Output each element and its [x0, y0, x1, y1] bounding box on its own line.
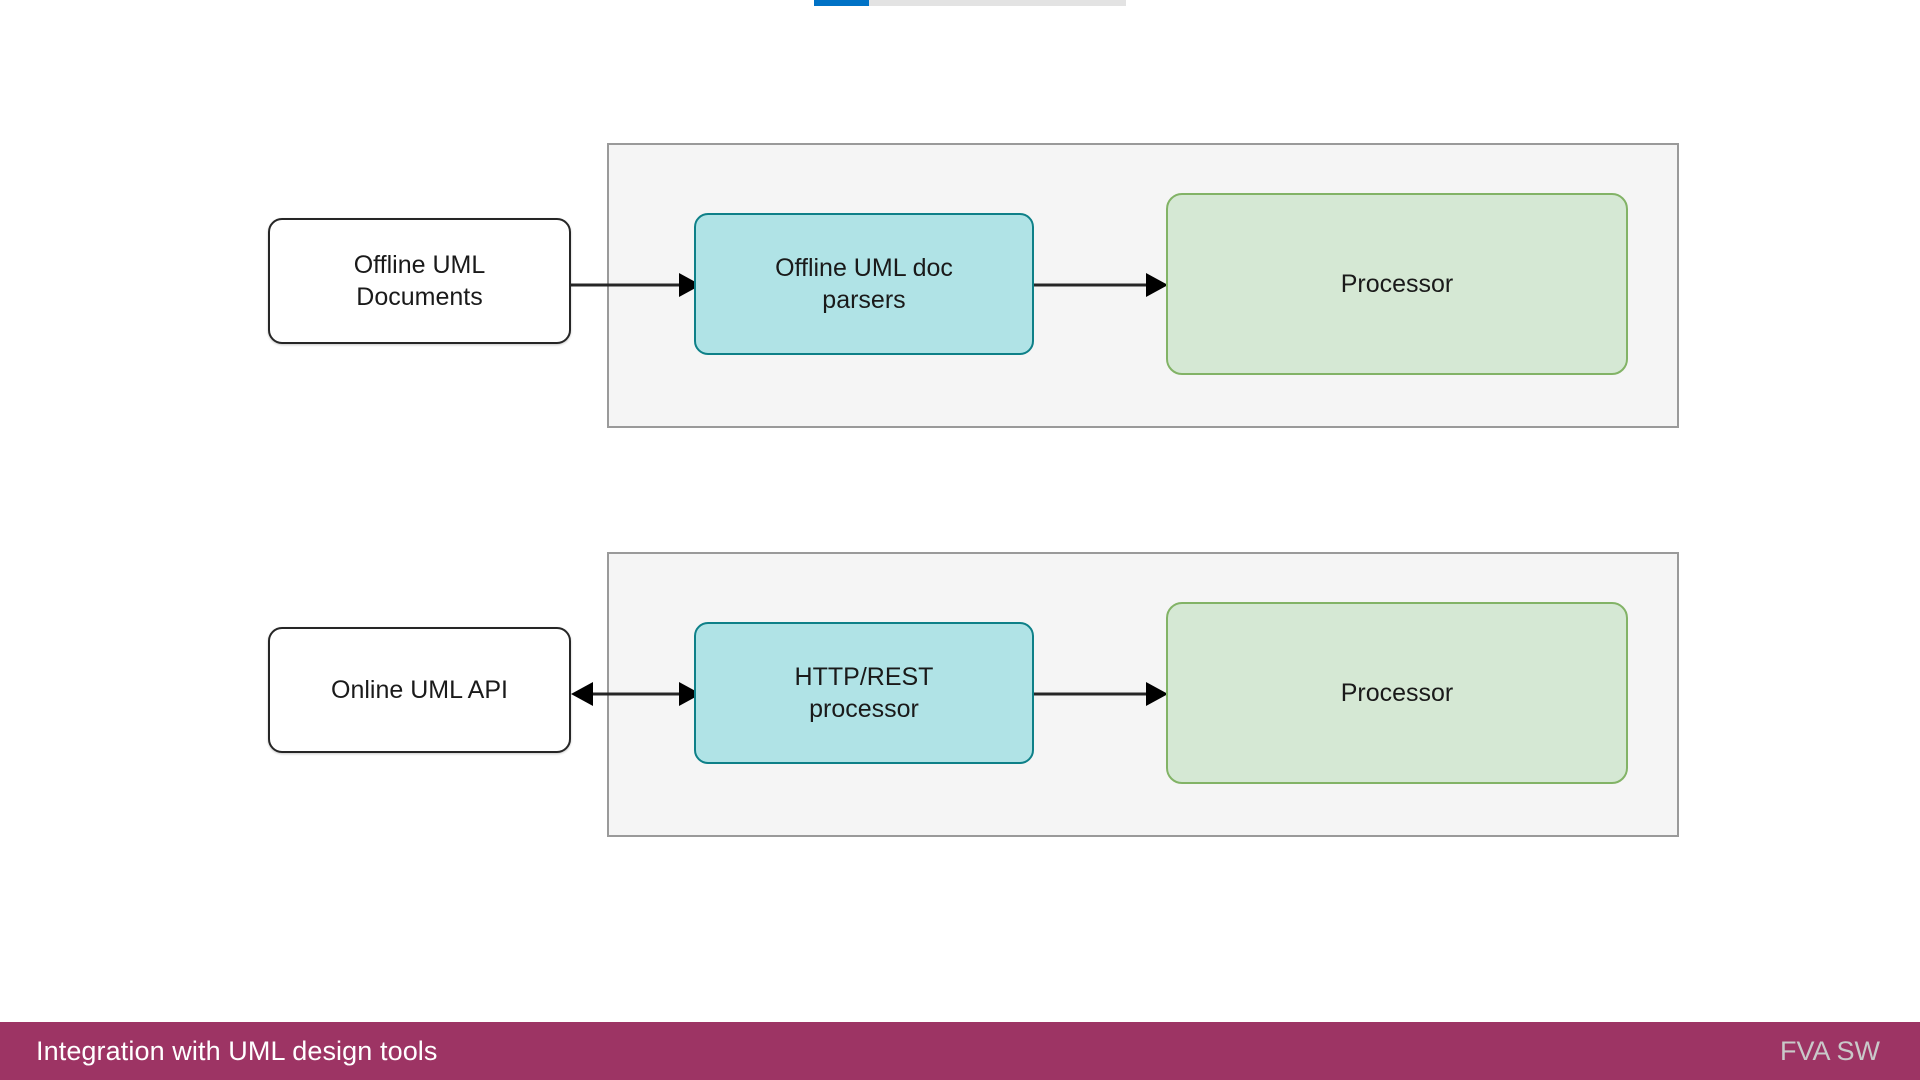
node-http-rest-processor[interactable]: HTTP/REST processor	[694, 622, 1034, 764]
footer-brand: FVA SW	[1779, 1035, 1880, 1066]
edge-http-to-processor	[1034, 674, 1168, 714]
edge-parsers-to-processor	[1034, 265, 1168, 305]
slide-footer-bar: Integration with UML design tools FVA SW	[0, 1022, 1920, 1080]
slide-progress-track	[814, 0, 1126, 6]
node-offline-uml-documents[interactable]: Offline UML Documents	[268, 218, 571, 344]
flow-diagram: Offline UML Documents Offline UML doc pa…	[268, 143, 1679, 837]
node-offline-uml-doc-parsers[interactable]: Offline UML doc parsers	[694, 213, 1034, 355]
node-processor-online[interactable]: Processor	[1166, 602, 1628, 784]
node-online-uml-api[interactable]: Online UML API	[268, 627, 571, 753]
edge-documents-to-parsers	[571, 265, 701, 305]
footer-title: Integration with UML design tools	[36, 1035, 438, 1066]
slide-progress-fill	[814, 0, 869, 6]
edge-api-to-http-bidirectional	[571, 674, 701, 714]
node-processor-offline[interactable]: Processor	[1166, 193, 1628, 375]
